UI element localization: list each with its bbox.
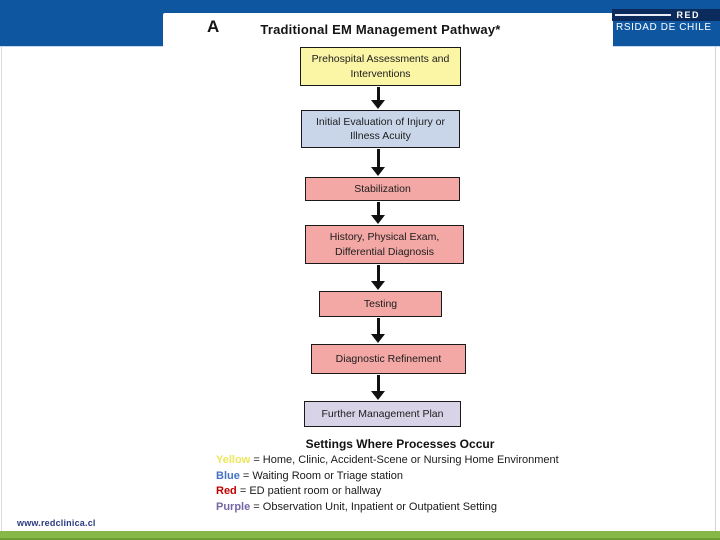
flow-box-prehospital: Prehospital Assessments and Intervention… xyxy=(300,47,461,86)
legend-term: Yellow xyxy=(216,454,251,466)
settings-legend: Settings Where Processes Occur Yellow = … xyxy=(216,437,584,515)
legend-item-yellow: Yellow = Home, Clinic, Accident-Scene or… xyxy=(216,453,584,469)
logo-brand-bar: RED xyxy=(612,9,720,21)
logo-rule xyxy=(615,14,672,16)
legend-item-purple: Purple = Observation Unit, Inpatient or … xyxy=(216,500,584,516)
arrow-down-icon xyxy=(371,265,385,290)
slide-edge-line xyxy=(715,47,716,531)
bottom-green-bar xyxy=(0,531,720,540)
logo-subtitle: RSIDAD DE CHILE xyxy=(616,22,712,33)
legend-term: Purple xyxy=(216,500,251,513)
logo-brand-text: RED xyxy=(676,10,700,20)
legend-text: = Observation Unit, Inpatient or Outpati… xyxy=(253,500,497,513)
legend-term: Blue xyxy=(216,469,240,482)
flow-box-history-exam: History, Physical Exam, Differential Dia… xyxy=(305,225,464,264)
legend-text: = ED patient room or hallway xyxy=(239,485,382,497)
slide-edge-line xyxy=(1,47,2,531)
legend-term: Red xyxy=(216,485,237,497)
slide-title: Traditional EM Management Pathway* xyxy=(260,22,501,37)
title-plate: A Traditional EM Management Pathway* xyxy=(163,13,613,49)
arrow-down-icon xyxy=(371,375,385,400)
legend-text: = Waiting Room or Triage station xyxy=(242,469,403,482)
arrow-down-icon xyxy=(371,318,385,343)
legend-item-red: Red = ED patient room or hallway xyxy=(216,484,584,500)
flow-box-stabilization: Stabilization xyxy=(305,177,460,201)
panel-label: A xyxy=(207,17,220,36)
legend-item-blue: Blue = Waiting Room or Triage station xyxy=(216,469,584,485)
arrow-down-icon xyxy=(371,202,385,224)
flow-box-initial-evaluation: Initial Evaluation of Injury or Illness … xyxy=(301,110,460,148)
flow-box-testing: Testing xyxy=(319,291,442,317)
arrow-down-icon xyxy=(371,87,385,109)
legend-heading: Settings Where Processes Occur xyxy=(305,437,495,451)
legend-text: = Home, Clinic, Accident-Scene or Nursin… xyxy=(253,454,559,466)
arrow-down-icon xyxy=(371,149,385,176)
red-clinica-logo: RED RSIDAD DE CHILE xyxy=(612,0,720,42)
flow-box-further-management: Further Management Plan xyxy=(304,401,461,427)
flow-box-diagnostic-refinement: Diagnostic Refinement xyxy=(311,344,466,374)
website-url: www.redclinica.cl xyxy=(17,518,96,528)
